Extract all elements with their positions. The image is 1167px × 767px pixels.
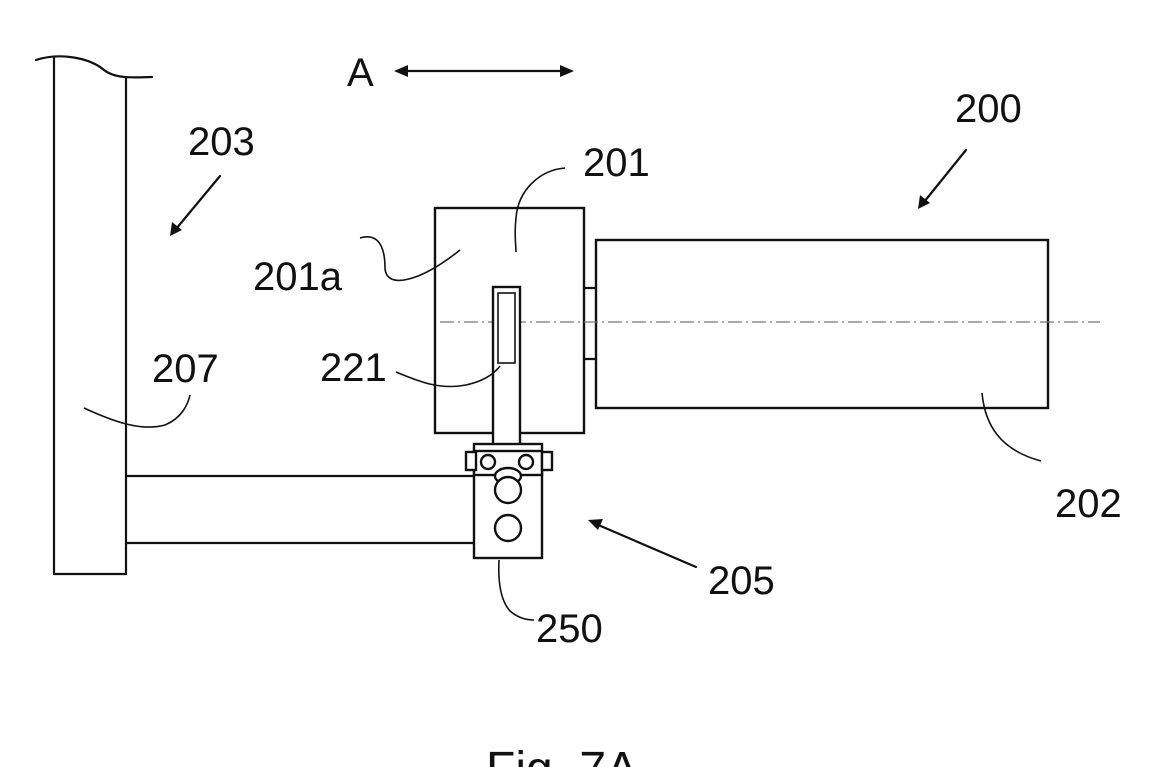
link-arm (493, 287, 520, 457)
label-207: 207 (152, 347, 219, 391)
label-205: 205 (708, 559, 775, 603)
label-202: 202 (1055, 482, 1122, 526)
label-203: 203 (188, 120, 255, 164)
label-201: 201 (583, 141, 650, 185)
rail-bar (126, 476, 476, 543)
leader-line-250 (499, 560, 534, 620)
direction-label: A (347, 51, 374, 95)
mount-block (466, 444, 552, 558)
label-250: 250 (536, 607, 603, 651)
label-201a: 201a (253, 255, 343, 299)
leader-arrow-200 (918, 150, 966, 209)
direction-arrow (394, 65, 574, 77)
figure-caption: Fig. 7A (486, 743, 638, 767)
label-221: 221 (320, 346, 387, 390)
leader-arrow-205 (588, 519, 696, 567)
label-200: 200 (955, 87, 1022, 131)
leader-line-207 (84, 395, 190, 427)
wall-post (36, 56, 152, 574)
connector-stubs (584, 288, 596, 359)
cylinder-body (596, 240, 1048, 408)
leader-arrow-203 (170, 176, 220, 236)
